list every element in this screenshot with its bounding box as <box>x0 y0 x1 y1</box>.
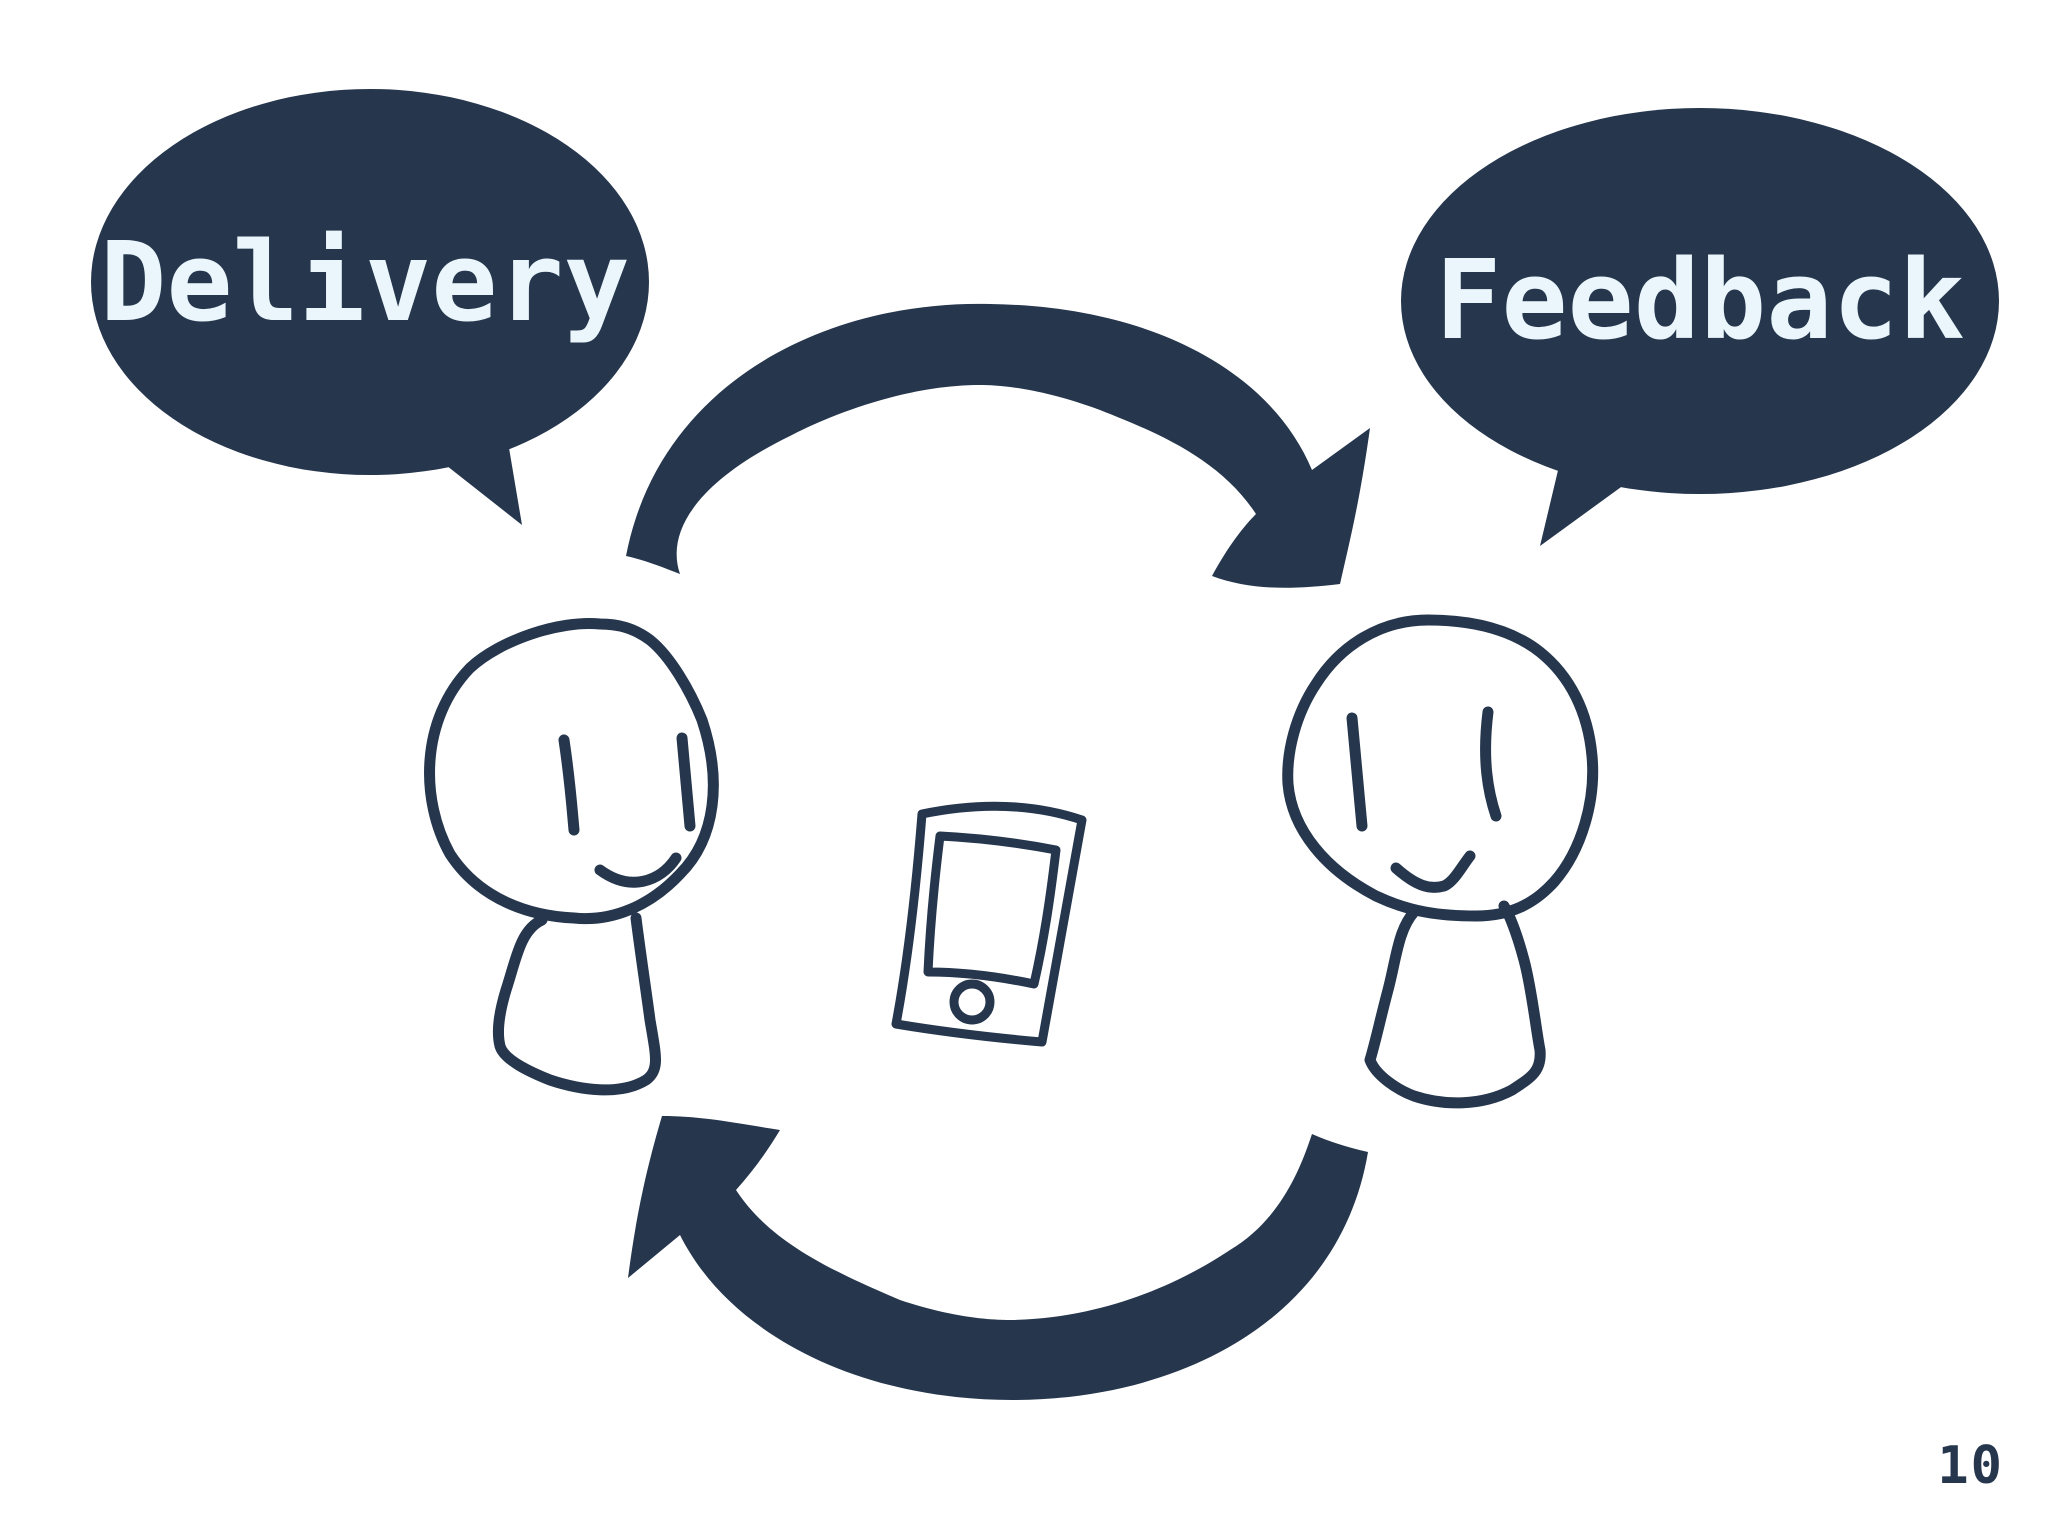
speech-bubble-delivery: Delivery <box>91 89 649 525</box>
speech-bubble-tail <box>442 442 522 525</box>
delivery-label: Delivery <box>100 218 630 346</box>
speech-bubble-tail <box>1540 462 1628 546</box>
bottom-cycle-arrow <box>628 1116 1368 1400</box>
feedback-label: Feedback <box>1435 236 1965 364</box>
tablet-device <box>891 801 1087 1047</box>
right-person-eye-right <box>1480 706 1502 822</box>
right-person-body <box>1364 900 1546 1109</box>
cycle-arrow-icon <box>628 1116 1368 1400</box>
left-person-body <box>492 912 661 1096</box>
left-person-eye-left <box>558 734 580 836</box>
top-cycle-arrow <box>626 303 1370 588</box>
cycle-arrow-icon <box>626 303 1370 588</box>
right-person-eye-left <box>1346 712 1368 832</box>
speech-bubble-icon <box>91 89 649 475</box>
left-person-head <box>424 617 719 925</box>
person-icon <box>424 617 719 1096</box>
person-icon <box>1282 614 1599 1109</box>
speech-bubble-icon <box>1401 108 1999 494</box>
tablet-device-icon <box>891 801 1087 1047</box>
tablet-home-button <box>949 979 995 1025</box>
left-person-smile <box>594 852 682 888</box>
right-person-head <box>1282 614 1599 922</box>
speech-bubble-feedback: Feedback <box>1401 108 1999 546</box>
left-person-eye-right <box>676 732 696 832</box>
tablet-screen <box>923 831 1061 989</box>
tablet-body <box>891 801 1087 1047</box>
right-person <box>1282 614 1599 1109</box>
page-number: 10 <box>1937 1436 2004 1496</box>
right-person-smile <box>1390 850 1476 893</box>
left-person <box>424 617 719 1096</box>
